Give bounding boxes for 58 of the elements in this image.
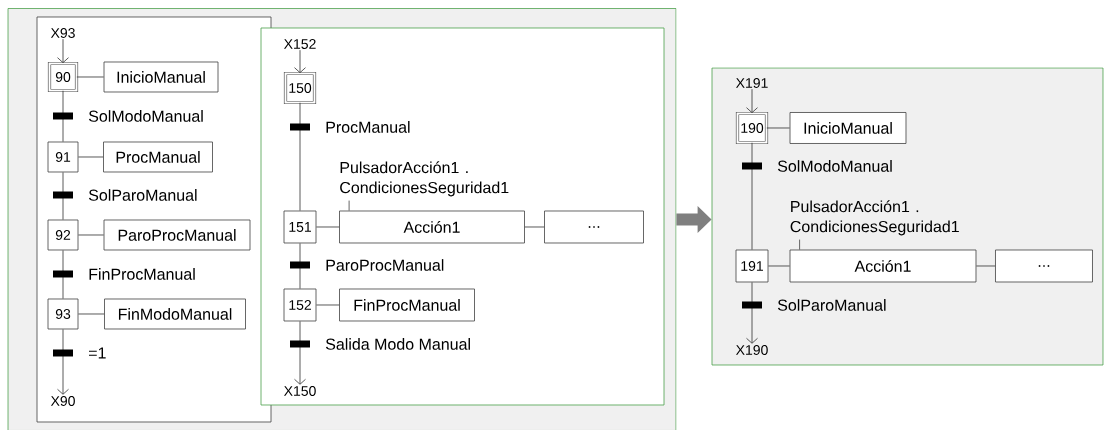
connector (768, 265, 790, 267)
action-box: FinProcManual (339, 288, 475, 322)
transition-label: ParoProcManual (326, 259, 444, 271)
action-box: ProcManual (103, 141, 213, 173)
step-box: 92 (47, 219, 79, 251)
action-box: Acción1 (789, 249, 977, 283)
transition-label: ProcManual (326, 121, 410, 133)
transition-label: SolModoManual (88, 110, 203, 122)
connector (78, 234, 104, 236)
transition-label: SolModoManual (777, 160, 892, 172)
action-condition: PulsadorAcción1 . CondicionesSeguridad1 (790, 200, 959, 236)
transition-label: SolParoManual (88, 189, 197, 201)
connector (746, 282, 758, 344)
action-box: ... (544, 210, 644, 244)
step-reference: X152 (283, 39, 316, 49)
action-condition: PulsadorAcción1 . CondicionesSeguridad1 (340, 161, 509, 197)
step-reference: X191 (735, 78, 768, 88)
connector (751, 142, 753, 250)
step-reference: X190 (735, 345, 768, 355)
step-reference: X150 (283, 386, 316, 396)
transition-label: FinProcManual (89, 268, 195, 280)
transition-label: =1 (89, 347, 106, 359)
action-box: Acción1 (339, 210, 525, 244)
connector (299, 243, 301, 289)
action-box: FinModoManual (104, 298, 246, 330)
connector (294, 49, 306, 74)
connector (524, 226, 545, 228)
step-reference: X93 (50, 28, 75, 38)
action-box: InicioManual (789, 112, 907, 144)
step-reference: X90 (50, 396, 75, 406)
action-box: ParoProcManual (103, 219, 251, 251)
initial-step-box: 90 (47, 61, 79, 93)
connector (316, 304, 340, 306)
connector (62, 250, 64, 299)
step-box: 91 (47, 141, 79, 173)
transition-label: Salida Modo Manual (325, 338, 470, 350)
connector (78, 313, 105, 315)
connector (57, 329, 69, 395)
action-box: ... (995, 249, 1093, 283)
connector (766, 127, 790, 129)
initial-step-box: 150 (283, 71, 317, 105)
connector (78, 156, 104, 158)
step-box: 151 (283, 210, 317, 244)
transition-label: SolParoManual (777, 299, 886, 311)
connector (299, 102, 301, 211)
connector (746, 88, 758, 114)
initial-step-box: 190 (735, 111, 769, 145)
connector (62, 172, 64, 220)
connector (976, 265, 996, 267)
step-box: 191 (735, 249, 769, 283)
connector (294, 321, 306, 385)
connector (57, 38, 69, 64)
action-box: InicioManual (103, 61, 219, 93)
connector (62, 90, 64, 142)
connector (316, 226, 340, 228)
connector (76, 76, 104, 78)
step-box: 93 (47, 298, 79, 330)
step-box: 152 (283, 288, 317, 322)
